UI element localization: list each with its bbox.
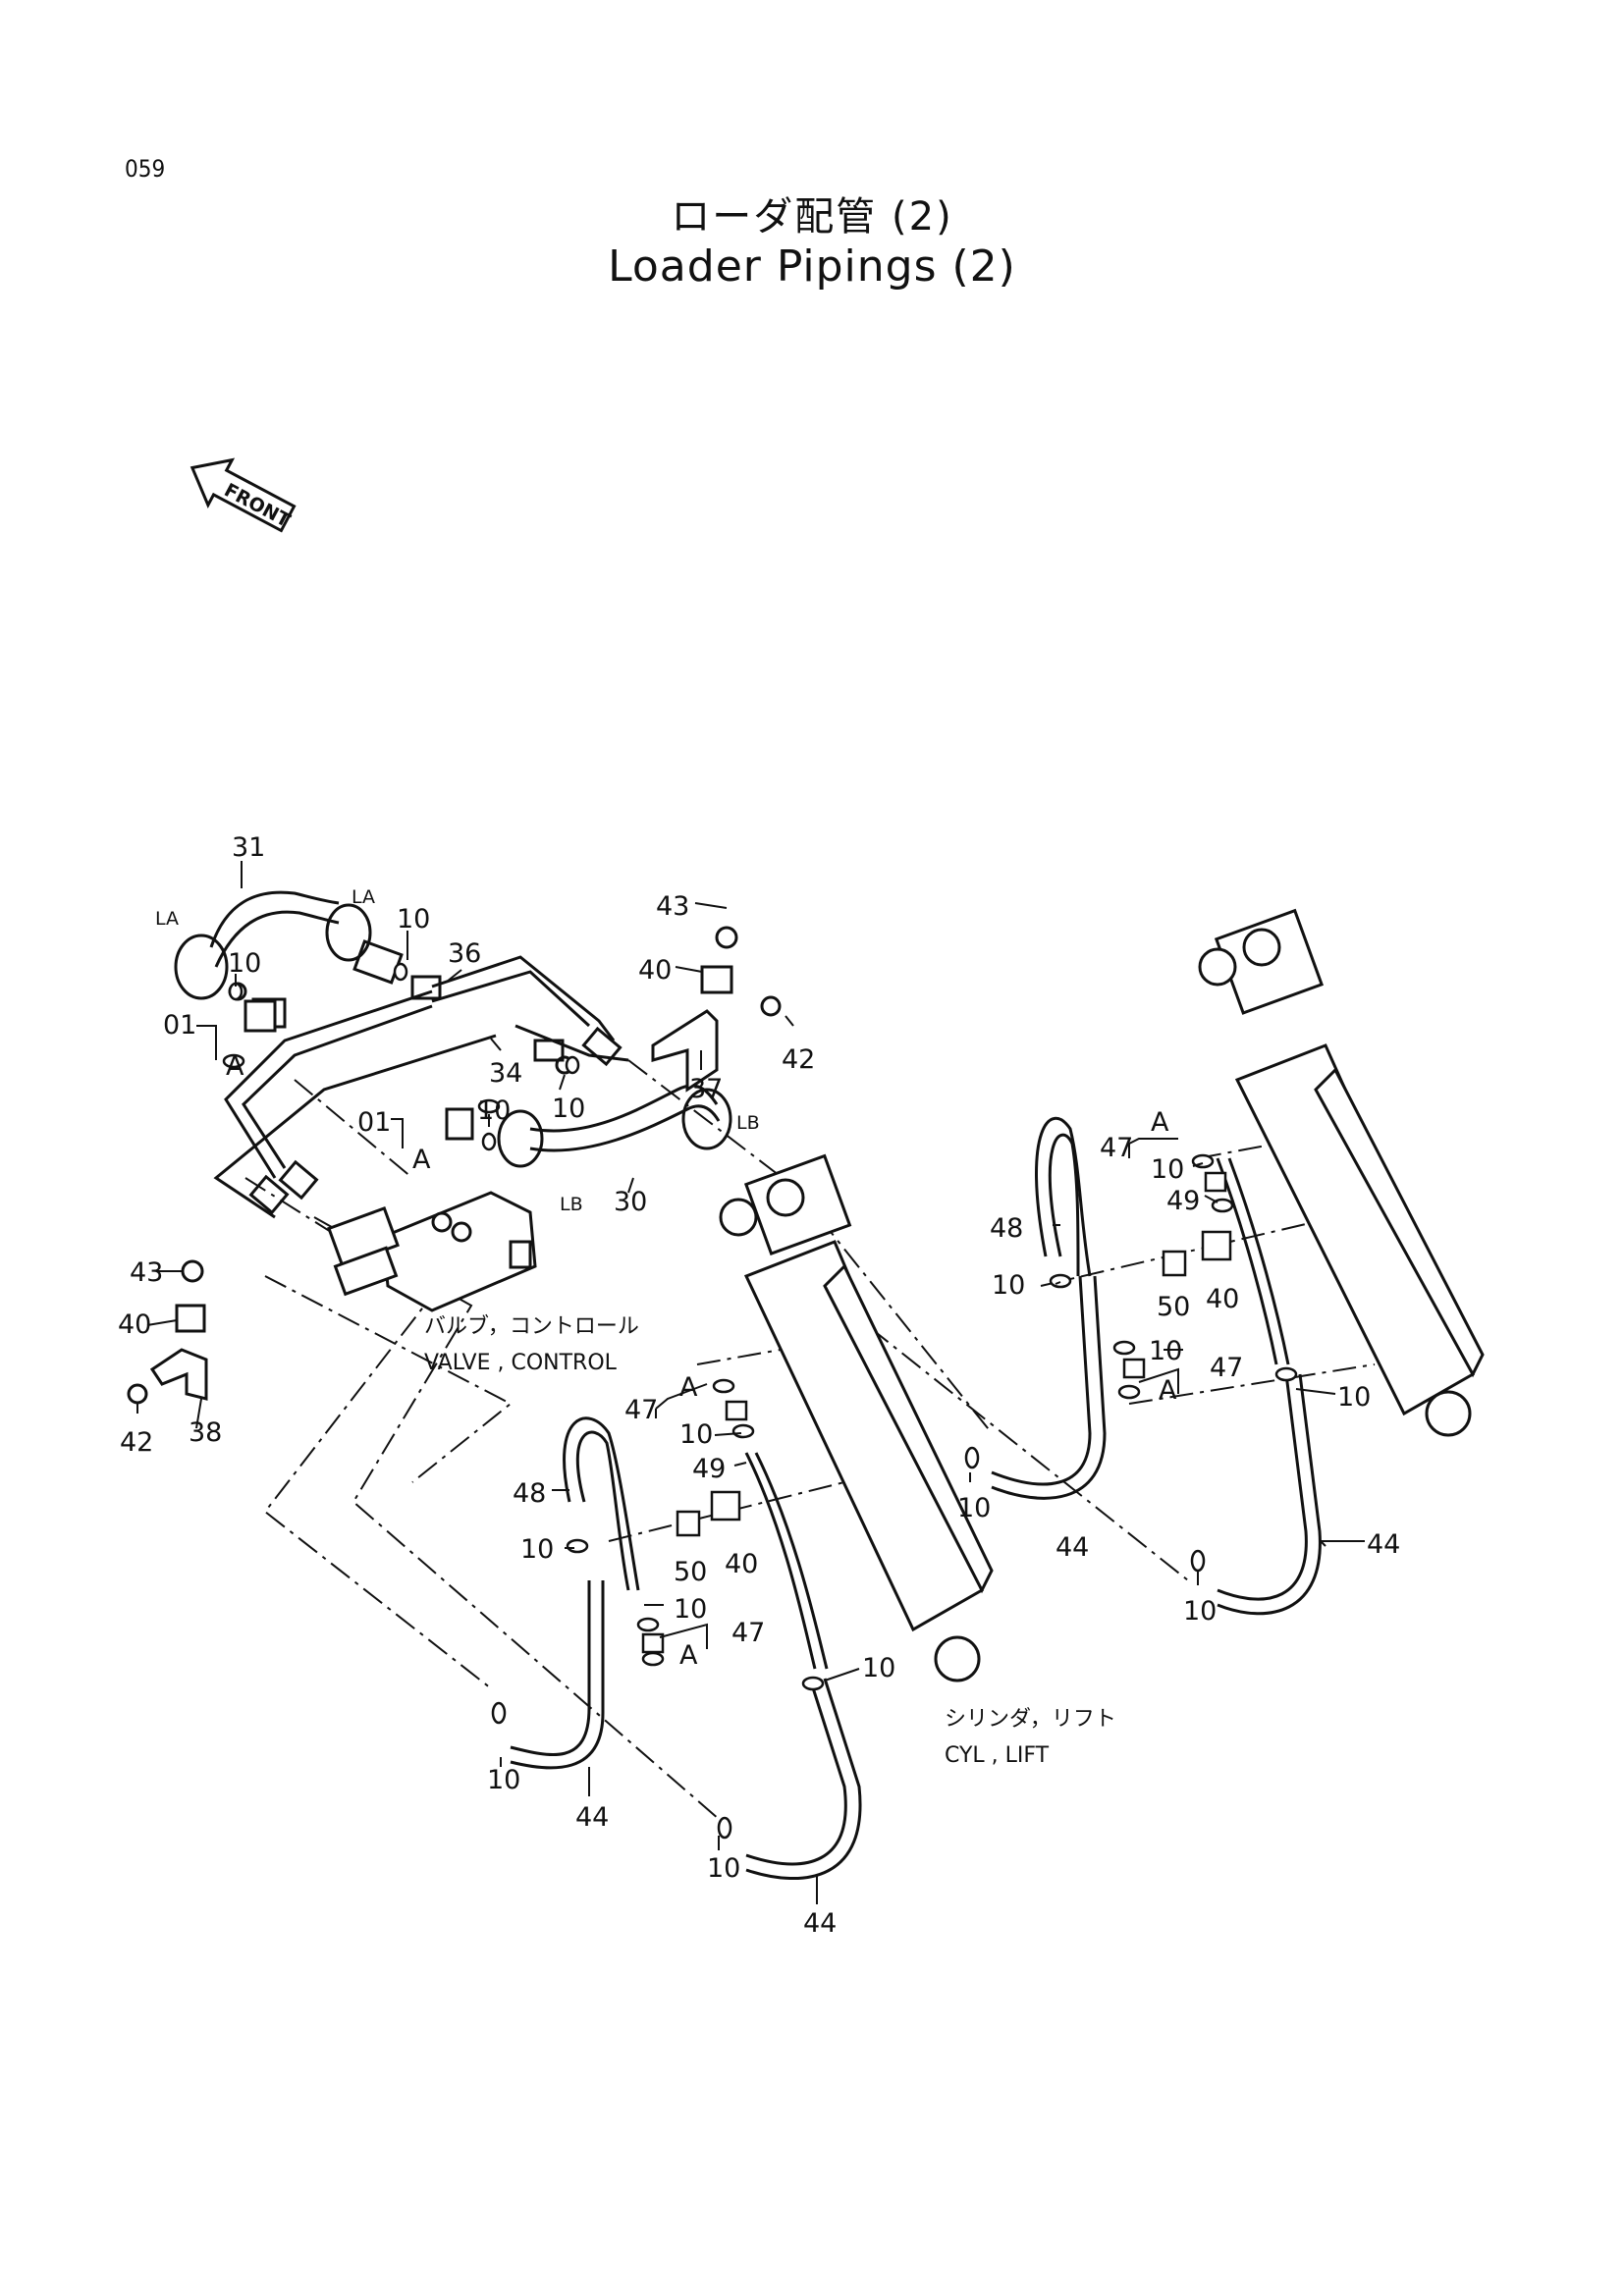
caption-cyl-jp: シリンダ，リフト xyxy=(945,1707,1116,1732)
control-valve xyxy=(244,999,537,1312)
bracket-38 xyxy=(127,1259,208,1405)
port-label-lb-right: LB xyxy=(736,1112,760,1134)
callout-50: 50 xyxy=(674,1557,707,1587)
callout-10: 10 xyxy=(477,1095,511,1126)
group-label-a: A xyxy=(679,1640,698,1671)
callout-40: 40 xyxy=(638,955,672,986)
callout-49: 49 xyxy=(692,1454,726,1484)
callout-10: 10 xyxy=(707,1853,740,1884)
callout-34: 34 xyxy=(489,1058,522,1089)
port-label-la-right: LA xyxy=(352,886,375,908)
group-label-a: A xyxy=(1159,1375,1177,1406)
callout-40: 40 xyxy=(1206,1284,1239,1314)
callout-10: 10 xyxy=(1337,1382,1371,1413)
callout-10: 10 xyxy=(487,1765,520,1795)
caption-valve-jp: バルブ，コントロール xyxy=(424,1314,639,1339)
page-title-english: Loader Pipings (2) xyxy=(608,241,1016,292)
callout-44: 44 xyxy=(575,1802,609,1833)
callout-10: 10 xyxy=(1149,1336,1182,1366)
callout-48: 48 xyxy=(513,1478,546,1509)
callout-10: 10 xyxy=(957,1493,991,1523)
callout-47: 47 xyxy=(1210,1353,1243,1383)
callout-42: 42 xyxy=(782,1044,815,1075)
lift-cylinder-front xyxy=(719,1153,994,1682)
port-label-la-left: LA xyxy=(155,908,179,930)
steel-pipes xyxy=(213,955,629,1219)
callout-10: 10 xyxy=(679,1419,713,1450)
callout-47: 47 xyxy=(1100,1133,1133,1163)
hoses-rear-group xyxy=(991,1117,1322,1616)
callout-10: 10 xyxy=(552,1094,585,1124)
callout-47: 47 xyxy=(731,1618,765,1648)
callout-49: 49 xyxy=(1166,1186,1200,1216)
lift-cylinder-rear xyxy=(1198,908,1485,1437)
callout-31: 31 xyxy=(232,832,265,863)
callout-48: 48 xyxy=(990,1213,1023,1244)
callout-10: 10 xyxy=(1183,1596,1217,1627)
front-arrow-icon: FRONT xyxy=(189,457,297,533)
callout-10: 10 xyxy=(397,904,430,934)
callout-leaders xyxy=(136,861,1365,1904)
group-label-a: A xyxy=(226,1051,244,1082)
callout-01: 01 xyxy=(163,1010,196,1041)
callout-40: 40 xyxy=(118,1309,151,1340)
callout-36: 36 xyxy=(448,938,481,969)
callout-47: 47 xyxy=(624,1395,658,1425)
caption-cyl-en: CYL , LIFT xyxy=(945,1743,1050,1768)
caption-valve-en: VALVE , CONTROL xyxy=(424,1351,618,1375)
callout-10: 10 xyxy=(674,1594,707,1625)
callout-10: 10 xyxy=(992,1270,1025,1301)
callout-43: 43 xyxy=(130,1257,163,1288)
callout-44: 44 xyxy=(803,1908,837,1939)
callout-10: 10 xyxy=(1151,1154,1184,1185)
callout-43: 43 xyxy=(656,891,689,922)
callout-numbers: 31 LA LA 10 36 10 01 A 43 40 42 37 34 10… xyxy=(118,832,1400,1939)
page-number: 059 xyxy=(125,155,166,183)
group-label-a: A xyxy=(1151,1107,1169,1138)
callout-44: 44 xyxy=(1056,1532,1089,1563)
callout-37: 37 xyxy=(689,1074,723,1104)
callout-10: 10 xyxy=(862,1653,895,1683)
group-label-a: A xyxy=(412,1145,431,1175)
bracket-37 xyxy=(651,926,782,1093)
group-label-a: A xyxy=(679,1372,698,1403)
callout-44: 44 xyxy=(1367,1529,1400,1560)
port-label-lb-left: LB xyxy=(560,1194,583,1215)
callout-42: 42 xyxy=(120,1427,153,1458)
callout-30: 30 xyxy=(614,1187,647,1217)
component-captions: バルブ，コントロール VALVE , CONTROL シリンダ，リフト CYL … xyxy=(424,1314,1116,1768)
callout-10: 10 xyxy=(520,1534,554,1565)
callout-10: 10 xyxy=(228,948,261,979)
callout-01: 01 xyxy=(357,1107,391,1138)
callout-40: 40 xyxy=(725,1549,758,1579)
callout-38: 38 xyxy=(189,1417,222,1448)
hoses-front-group xyxy=(510,1416,862,1881)
fittings xyxy=(222,962,1298,1840)
page-title-japanese: ローダ配管 (2) xyxy=(671,194,953,240)
hose-31 xyxy=(174,890,404,1029)
callout-50: 50 xyxy=(1157,1292,1190,1322)
hose-30 xyxy=(497,1084,732,1168)
